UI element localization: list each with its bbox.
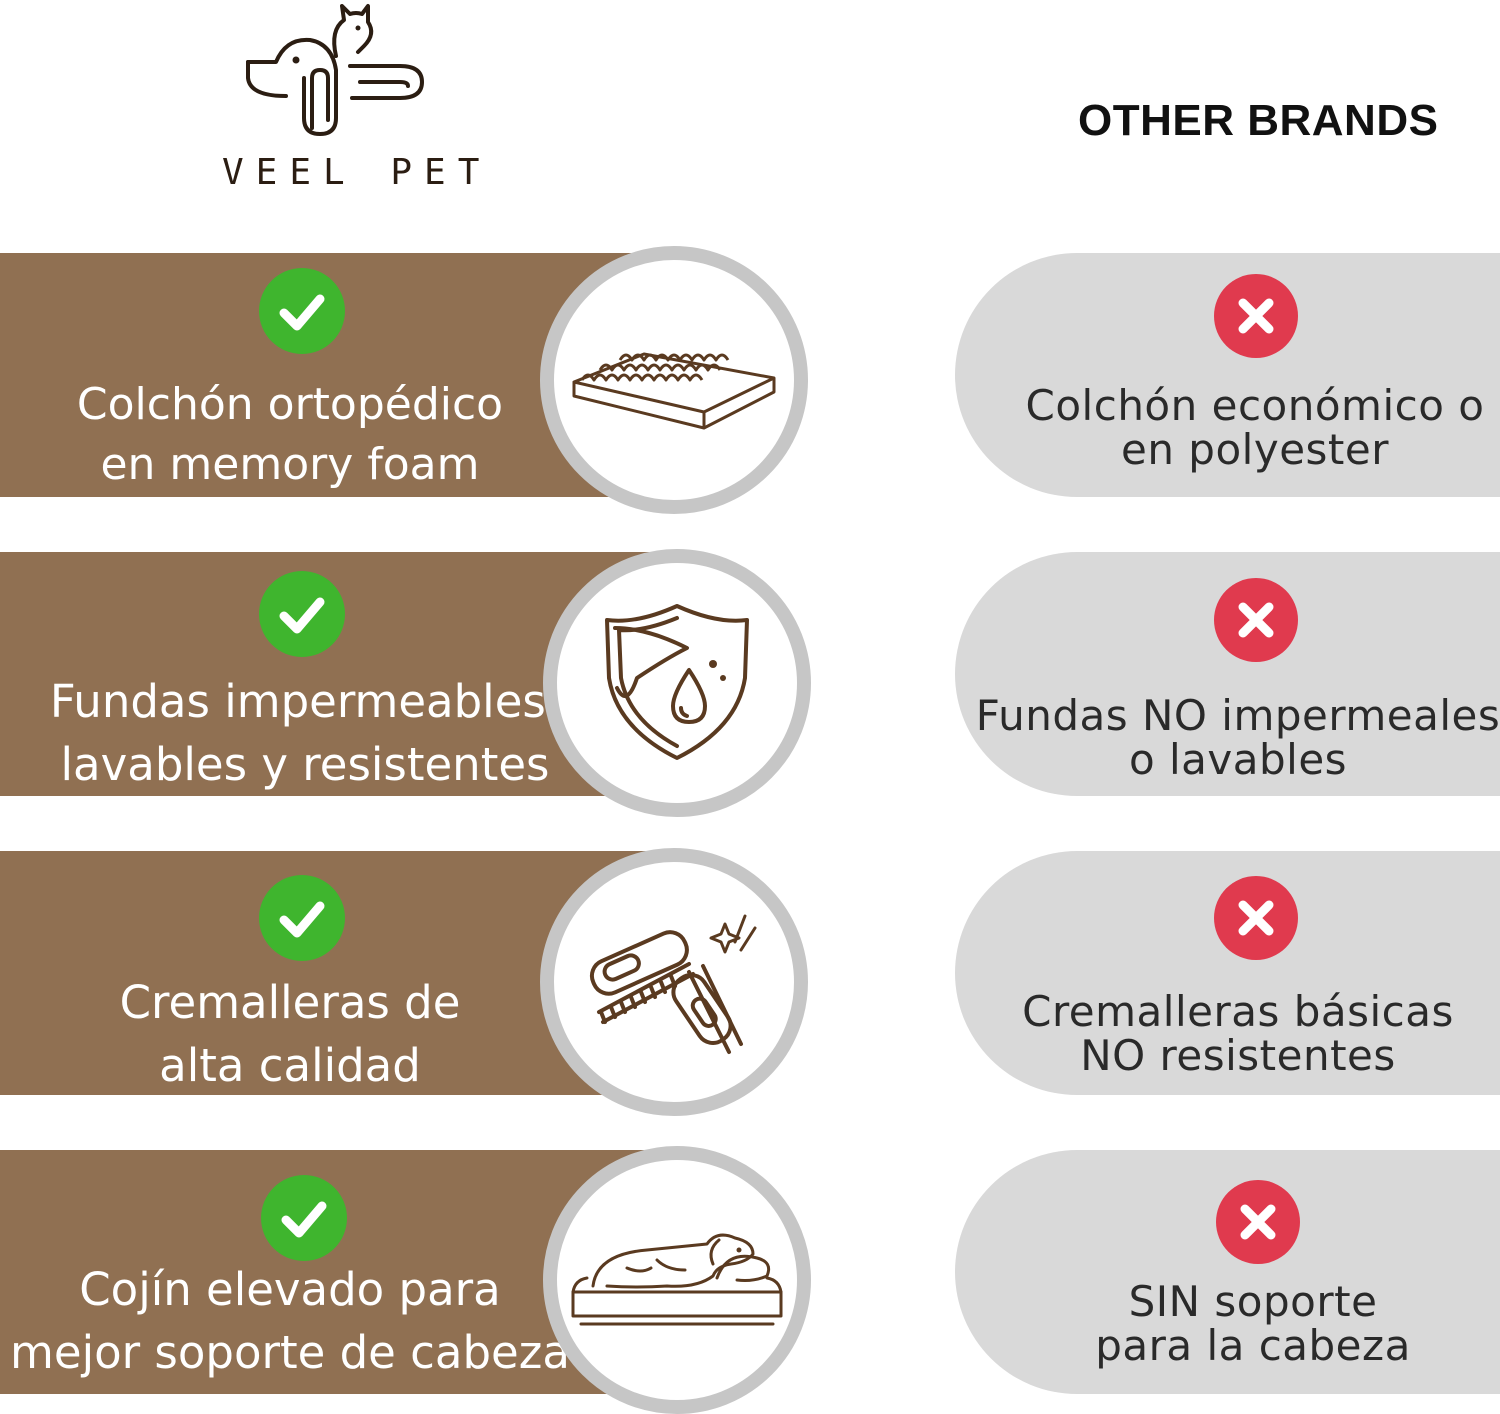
veel-feature-line: en memory foam [100, 439, 480, 490]
veel-feature-line: lavables y resistentes [60, 738, 550, 791]
brand-logo [240, 0, 440, 140]
other-brand-text: Colchón económico o en polyester [975, 384, 1500, 472]
check-icon [259, 268, 345, 354]
other-brand-text: Fundas NO impermeales o lavables [958, 694, 1500, 782]
veel-feature-line: alta calidad [159, 1039, 421, 1092]
check-icon [261, 1175, 347, 1261]
zipper-icon [589, 914, 757, 1054]
other-brand-line: para la cabeza [1095, 1321, 1411, 1370]
brand-name: VEEL PET [222, 152, 492, 193]
competitor-heading: OTHER BRANDS [1078, 96, 1439, 145]
feature-icon-circle [543, 1146, 811, 1414]
veel-feature-line: Cremalleras de [119, 976, 461, 1029]
veel-feature-line: Colchón ortopédico [76, 379, 504, 430]
other-brand-line: SIN soporte [1128, 1277, 1378, 1326]
veel-feature-line: mejor soporte de cabeza [10, 1326, 570, 1379]
other-brand-line: o lavables [1128, 735, 1348, 784]
check-icon [259, 571, 345, 657]
cross-icon [1214, 578, 1298, 662]
other-brand-line: en polyester [1121, 425, 1389, 474]
other-brand-line: NO resistentes [1080, 1031, 1396, 1080]
veel-feature-text: Cremalleras de alta calidad [10, 971, 570, 1097]
feature-icon-circle [540, 246, 808, 514]
cross-icon [1216, 1180, 1300, 1264]
other-brand-line: Cremalleras básicas [1022, 987, 1454, 1036]
veel-feature-text: Cojín elevado para mejor soporte de cabe… [10, 1258, 570, 1384]
mattress-foam-icon [572, 352, 776, 430]
veel-feature-text: Colchón ortopédico en memory foam [10, 375, 570, 495]
cross-icon [1214, 274, 1298, 358]
veel-feature-line: Fundas impermeables, [49, 675, 561, 728]
other-brand-line: Fundas NO impermeales [975, 691, 1500, 740]
check-icon [259, 875, 345, 961]
waterproof-shield-icon [605, 604, 749, 760]
cross-icon [1214, 876, 1298, 960]
cat-dog-logo-icon [246, 4, 424, 136]
dog-on-bed-icon [571, 1233, 783, 1326]
veel-feature-text: Fundas impermeables, lavables y resisten… [25, 670, 585, 796]
feature-icon-circle [543, 549, 811, 817]
other-brand-pill [955, 1150, 1500, 1394]
veel-feature-line: Cojín elevado para [79, 1263, 501, 1316]
other-brand-text: SIN soporte para la cabeza [973, 1280, 1500, 1368]
feature-icon-circle [540, 848, 808, 1116]
other-brand-line: Colchón económico o [1025, 381, 1485, 430]
other-brand-text: Cremalleras básicas NO resistentes [958, 990, 1500, 1078]
